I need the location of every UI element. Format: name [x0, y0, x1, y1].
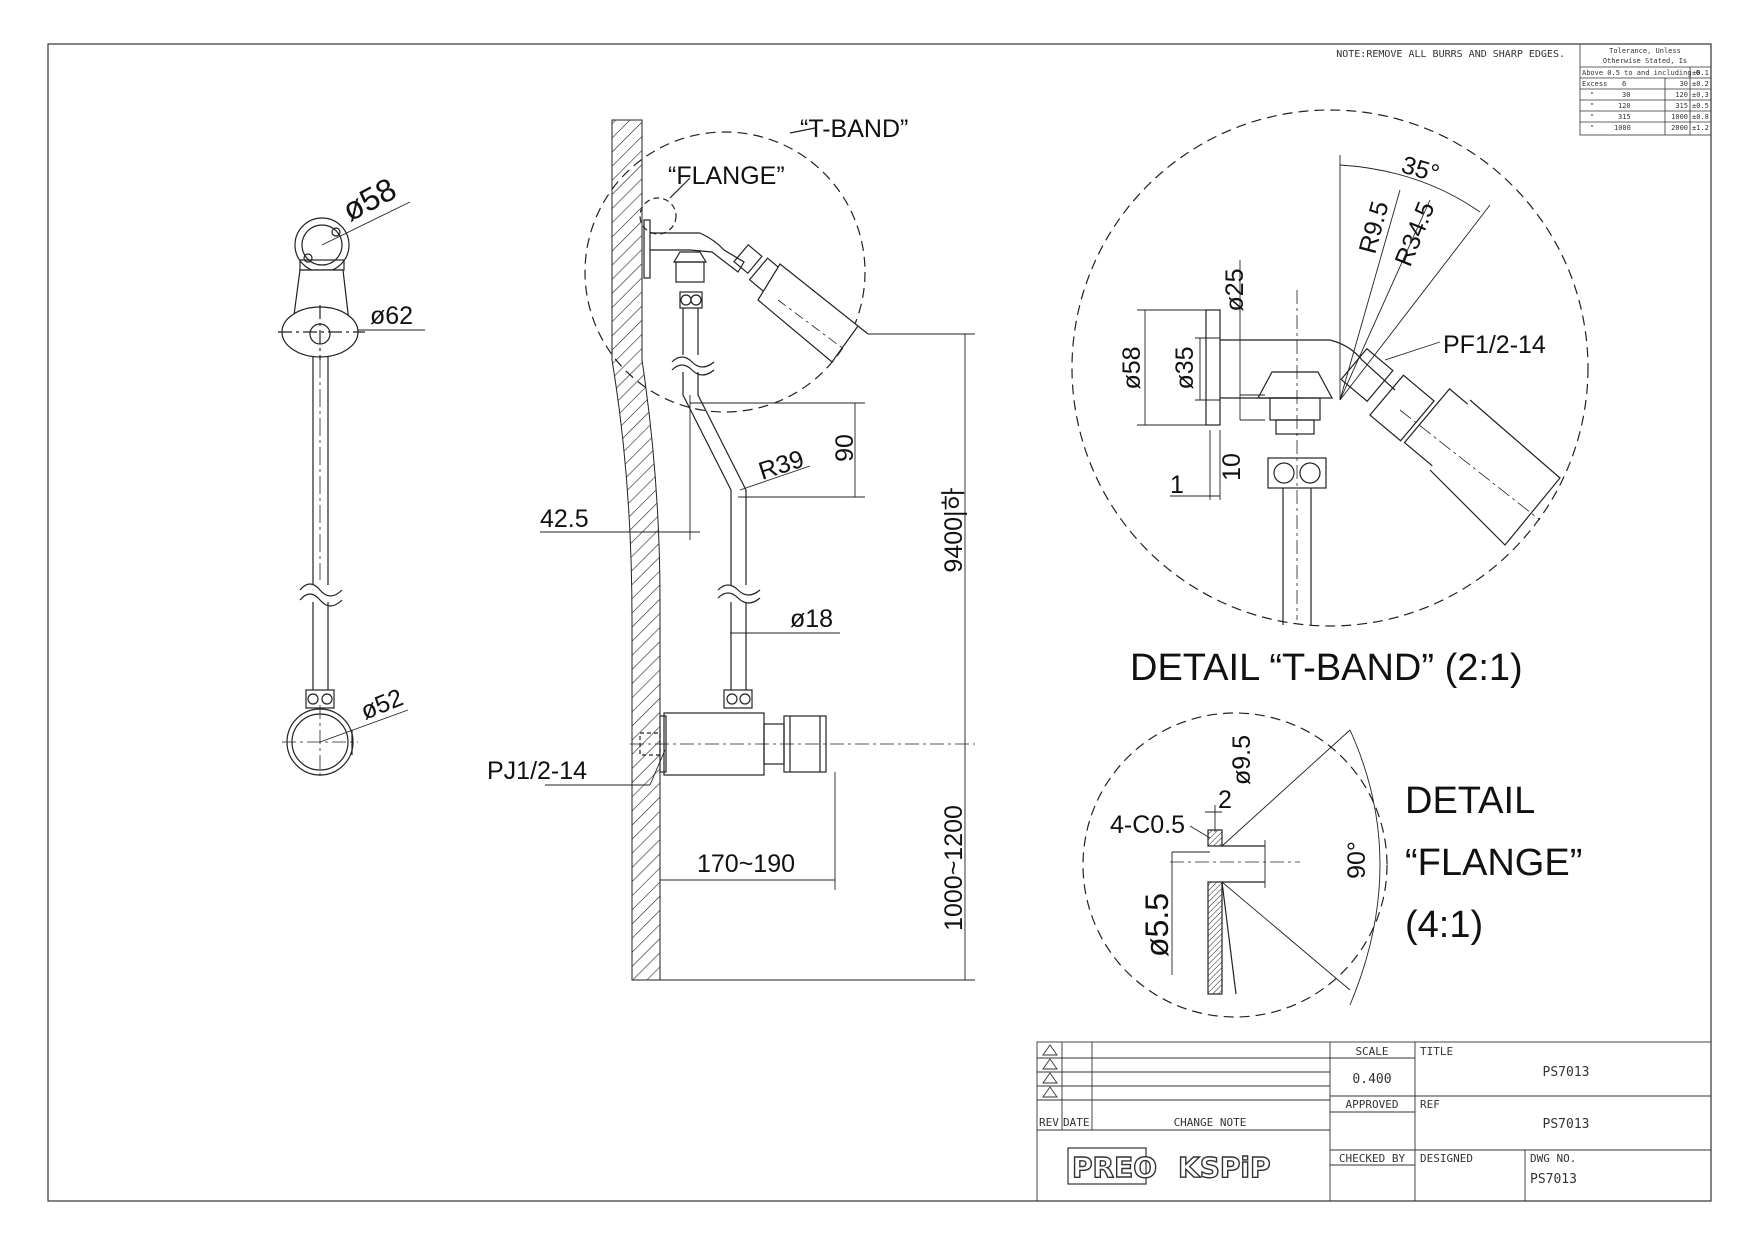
tband-pf: PF1/2-14	[1443, 331, 1546, 359]
tol-row-1-label: Excess	[1582, 80, 1607, 88]
flange-chamfer: 4-C0.5	[1110, 811, 1185, 839]
tb-scale-label: SCALE	[1355, 1045, 1388, 1058]
dim-r39: R39	[755, 445, 807, 486]
dim-9400: 9400|하	[940, 487, 968, 572]
tb-change-note: CHANGE NOTE	[1174, 1116, 1247, 1129]
dim-pj: PJ1/2-14	[487, 757, 587, 785]
tband-10: 10	[1218, 453, 1246, 481]
flange-title-3: (4:1)	[1405, 904, 1483, 946]
tol-row-0-tol: ±0.1	[1692, 69, 1709, 77]
tol-row-5-tol: ±1.2	[1692, 124, 1709, 132]
tol-row-4-to: 1000	[1671, 113, 1688, 121]
tb-date: DATE	[1063, 1116, 1090, 1129]
tolerance-title-1: Tolerance, Unless	[1609, 47, 1681, 55]
tol-row-1-tol: ±0.2	[1692, 80, 1709, 88]
tol-row-4-tol: ±0.8	[1692, 113, 1709, 121]
tol-row-0-label: Above 0.5 to and including 6	[1582, 69, 1700, 77]
front-d58-label: ø58	[336, 171, 402, 229]
tb-ref-value: PS7013	[1543, 1117, 1590, 1132]
tol-row-3-mid: 120	[1618, 102, 1631, 110]
flange-d5-5: ø5.5	[1139, 893, 1175, 957]
tb-dwg-label: DWG NO.	[1530, 1152, 1576, 1165]
svg-text:KSPiP: KSPiP	[1178, 1151, 1271, 1184]
title-block	[1036, 1041, 1712, 1202]
tband-1: 1	[1170, 471, 1184, 499]
callout-flange: “FLANGE”	[668, 162, 785, 190]
tb-title-label: TITLE	[1420, 1045, 1453, 1058]
tb-scale-value: 0.400	[1352, 1072, 1391, 1087]
kspip-logo: KSPiP	[1177, 1150, 1271, 1184]
sheet-border	[47, 43, 1712, 1202]
tband-r9-5: R9.5	[1354, 198, 1395, 256]
front-d52-label: ø52	[357, 683, 407, 725]
general-note: NOTE:REMOVE ALL BURRS AND SHARP EDGES.	[1336, 49, 1565, 60]
flange-title-1: DETAIL	[1405, 780, 1535, 822]
detail-flange	[1082, 712, 1388, 1018]
tol-row-3-tol: ±0.5	[1692, 102, 1709, 110]
tb-rev: REV	[1039, 1116, 1059, 1129]
dim-d18: ø18	[790, 605, 833, 633]
tband-d58: ø58	[1118, 346, 1146, 389]
front-d62-label: ø62	[370, 302, 413, 330]
wall-section	[611, 119, 661, 981]
dim-170-190: 170~190	[697, 850, 795, 878]
flange-title-2: “FLANGE”	[1405, 842, 1582, 884]
tol-row-2-label: "	[1590, 91, 1594, 99]
tol-row-1-to: 30	[1680, 80, 1688, 88]
tb-dwg-value: PS7013	[1530, 1172, 1577, 1187]
tband-r34-5: R34.5	[1390, 198, 1441, 270]
tol-row-5-label: "	[1590, 124, 1594, 132]
tol-row-2-to: 120	[1675, 91, 1688, 99]
tband-d25: ø25	[1221, 268, 1249, 311]
tb-approved-label: APPROVED	[1346, 1098, 1399, 1111]
dim-1000-1200: 1000~1200	[940, 805, 968, 931]
tol-row-2-mid: 30	[1622, 91, 1630, 99]
svg-text:PREO: PREO	[1072, 1151, 1157, 1184]
tband-d35: ø35	[1171, 346, 1199, 389]
tol-row-2-tol: ±0.3	[1692, 91, 1709, 99]
tol-row-5-to: 2000	[1671, 124, 1688, 132]
side-view	[540, 127, 975, 981]
tol-row-4-label: "	[1590, 113, 1594, 121]
dim-90: 90	[831, 434, 859, 462]
tolerance-rows: Above 0.5 to and including 6 ±0.1 Excess…	[1582, 69, 1709, 132]
tolerance-table	[1579, 43, 1712, 136]
tb-checked-label: CHECKED BY	[1339, 1152, 1406, 1165]
tb-title-value: PS7013	[1543, 1065, 1590, 1080]
tol-row-4-mid: 315	[1618, 113, 1631, 121]
front-view	[278, 201, 425, 780]
tol-row-1-mid: 6	[1622, 80, 1626, 88]
callout-t-band: “T-BAND”	[800, 115, 908, 143]
tolerance-title-2: Otherwise Stated, Is	[1603, 57, 1687, 65]
tol-row-3-to: 315	[1675, 102, 1688, 110]
flange-d9-5: ø9.5	[1228, 735, 1256, 785]
tol-row-5-mid: 1000	[1614, 124, 1631, 132]
tband-title: DETAIL “T-BAND” (2:1)	[1130, 647, 1523, 689]
preo-logo: PREO	[1067, 1147, 1158, 1185]
flange-2: 2	[1218, 786, 1232, 814]
tol-row-3-label: "	[1590, 102, 1594, 110]
dim-42-5: 42.5	[540, 505, 589, 533]
tb-designed-label: DESIGNED	[1420, 1152, 1473, 1165]
tb-ref-label: REF	[1420, 1098, 1440, 1111]
flange-angle: 90°	[1343, 841, 1371, 879]
detail-t-band	[1071, 109, 1589, 627]
tband-angle: 35°	[1398, 151, 1442, 188]
